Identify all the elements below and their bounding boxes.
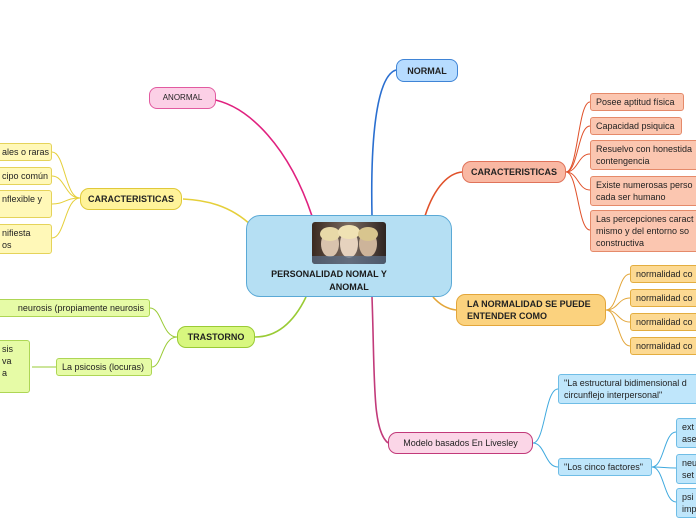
left-car-item[interactable]: ales o raras [0,143,52,161]
central-topic[interactable]: PERSONALIDAD NOMAL Y ANOMAL [246,215,452,297]
normalidad-item[interactable]: normalidad co [630,313,696,331]
central-title: PERSONALIDAD NOMAL Y ANOMAL [247,268,451,294]
cinco-factor-child[interactable]: psi imp [676,488,696,518]
left-car-item[interactable]: nflexible y [0,190,52,218]
central-title-line2: ANOMAL [247,281,451,294]
right-car-item[interactable]: Existe numerosas perso cada ser humano [590,176,696,206]
cinco-factor-child[interactable]: ext ase [676,418,696,448]
link-left-car [183,199,252,226]
right-car-item[interactable]: Las percepciones caract mismo y del ento… [590,210,696,252]
right-car-item[interactable]: Resuelvo con honestida contengencia [590,140,696,170]
trastorno-topic[interactable]: TRASTORNO [177,326,255,348]
left-car-item[interactable]: nifiesta os [0,224,52,254]
estructural-item[interactable]: "La estructural bidimensional d circunfl… [558,374,696,404]
link-anormal [210,99,312,216]
link-modelo [372,297,388,443]
normalidad-item[interactable]: normalidad co [630,337,696,355]
right-car-item[interactable]: Capacidad psiquica [590,117,682,135]
link-normal [372,70,396,216]
right-car-item[interactable]: Posee aptitud física [590,93,684,111]
normal-topic[interactable]: NORMAL [396,59,458,82]
psicosis-item[interactable]: La psicosis (locuras) [56,358,152,376]
psicosis-child-item[interactable]: sis va a [0,340,30,393]
anormal-topic[interactable]: ANORMAL [149,87,216,109]
right-caracteristicas-topic[interactable]: CARACTERISTICAS [462,161,566,183]
normalidad-item[interactable]: normalidad co [630,265,696,283]
normalidad-item[interactable]: normalidad co [630,289,696,307]
normalidad-topic[interactable]: LA NORMALIDAD SE PUEDE ENTENDER COMO [456,294,606,326]
neurosis-item[interactable]: neurosis (propiamente neurosis [0,299,150,317]
faces-photo [312,222,386,264]
modelo-topic[interactable]: Modelo basados En Livesley [388,432,533,454]
central-title-line1: PERSONALIDAD NOMAL Y [207,268,451,281]
left-car-item[interactable]: cipo común [0,167,52,185]
cinco-factores-item[interactable]: "Los cinco factores" [558,458,652,476]
link-right-car [425,172,462,216]
link-trastorno [255,297,306,337]
link-normalidad [433,297,456,310]
left-caracteristicas-topic[interactable]: CARACTERISTICAS [80,188,182,210]
cinco-factor-child[interactable]: neu set [676,454,696,484]
